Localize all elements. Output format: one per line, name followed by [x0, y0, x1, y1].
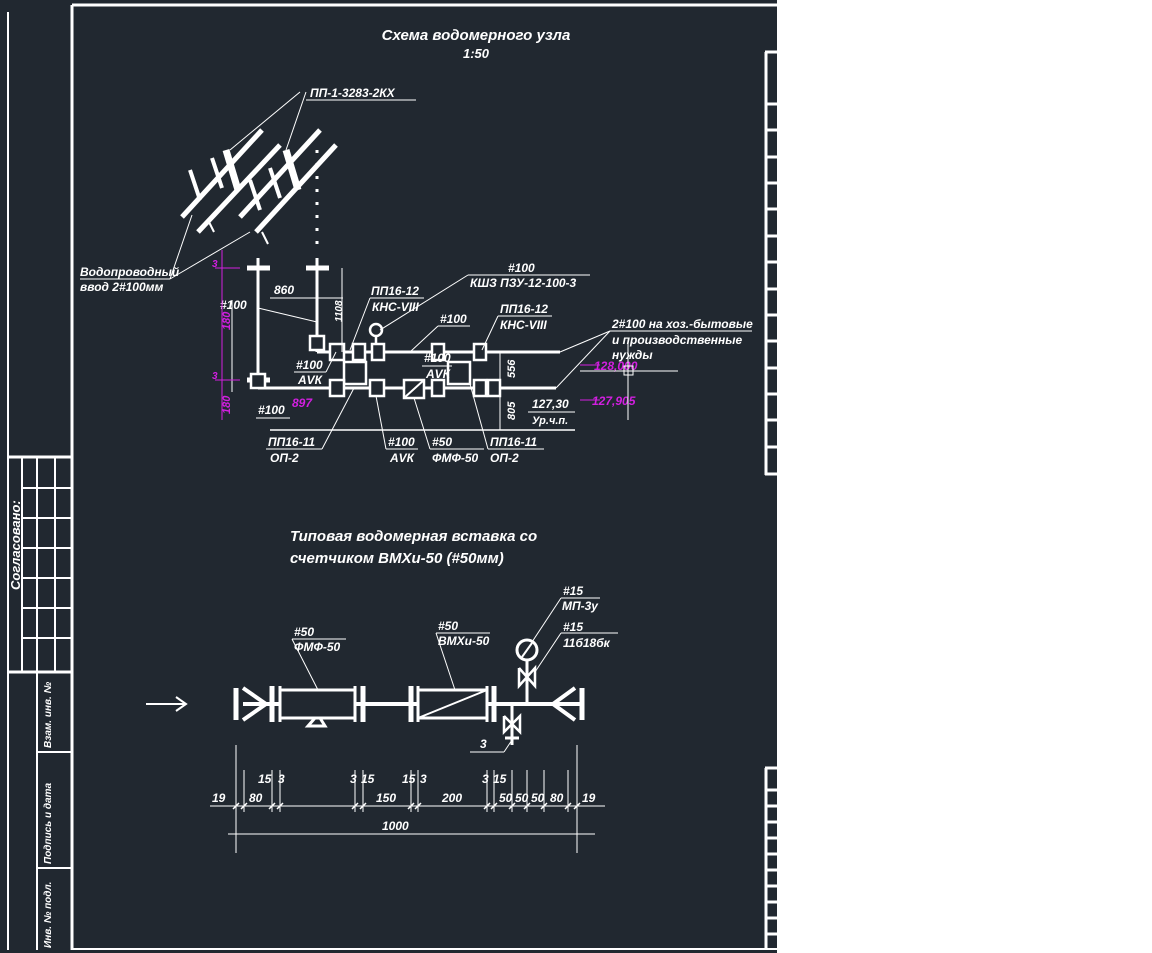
side-stamp-label: Согласовано:: [8, 500, 23, 590]
fmf50: ФМФ-50: [432, 451, 479, 465]
avk-a: АVК: [297, 373, 324, 387]
dim-1108: 1108: [334, 300, 345, 322]
gauge-name: МП-3у: [562, 599, 599, 613]
intake-label-2: ввод 2#100мм: [80, 280, 164, 294]
dimension-tick: [276, 802, 284, 810]
dim-mid-7: 80: [550, 791, 564, 805]
outlet-line-3: нужды: [612, 348, 653, 362]
dim-top-0: 15: [258, 772, 272, 786]
side-cell-replace: Взам. инв. №: [43, 681, 54, 748]
m-dim-180-bot: 180: [221, 395, 233, 414]
dim-mid-2: 150: [376, 791, 396, 805]
sheet-frame: [7, 3, 777, 950]
dim-556: 556: [506, 359, 518, 378]
m-dim-180-top: 180: [221, 311, 233, 330]
dim-mid-3: 200: [441, 791, 462, 805]
d50-filter: #50: [432, 435, 452, 449]
scheme-scale: 1:50: [463, 46, 490, 61]
op2-a: ОП-2: [270, 451, 299, 465]
series-label: ПП-1-3283-2КХ: [310, 86, 396, 100]
m-dim-3-bot: 3: [212, 371, 218, 382]
dim-mid-4: 50: [499, 791, 513, 805]
pp1611-b: ПП16-11: [490, 435, 537, 449]
dim-805: 805: [506, 401, 518, 420]
dim-mid-8: 19: [582, 791, 596, 805]
d100-avk-a: #100: [296, 358, 323, 372]
m-elev-bot: 127,905: [592, 394, 636, 408]
insert-title-2: счетчиком ВМХи-50 (#50мм): [290, 550, 504, 567]
valve-d: #15: [563, 620, 583, 634]
pp1612-a: ПП16-12: [371, 284, 419, 298]
insert-title-1: Типовая водомерная вставка со: [290, 528, 537, 545]
dim-top-5: 3: [420, 772, 427, 786]
d100-kshz: #100: [508, 261, 535, 275]
kns-a: КНС-VIII: [372, 300, 419, 314]
meter-d: #50: [438, 619, 458, 633]
side-cell-inventory: Инв. № подл.: [43, 882, 54, 948]
dim-mid-0: 19: [212, 791, 226, 805]
dimension-tick: [232, 802, 240, 810]
drawing-sheet: Согласовано: Взам. инв. № Подпись и дата…: [7, 3, 777, 950]
kshz-label: КШЗ ПЗУ-12-100-3: [470, 276, 577, 290]
dim-top-7: 15: [493, 772, 507, 786]
dim-mid-6: 50: [531, 791, 545, 805]
dim-top-6: 3: [482, 772, 489, 786]
dimension-tick: [508, 802, 516, 810]
intake-label-1: Водопроводный: [80, 265, 180, 279]
dimension-tick: [490, 802, 498, 810]
dimension-tick: [523, 802, 531, 810]
dim-mid-5: 50: [515, 791, 529, 805]
dim-total: 1000: [382, 819, 409, 833]
dimension-tick: [359, 802, 367, 810]
m-dim-897: 897: [292, 396, 313, 410]
scheme-title: Схема водомерного узла: [382, 27, 571, 44]
series-racks: [180, 91, 338, 245]
pp1612-b: ПП16-12: [500, 302, 548, 316]
dimension-tick: [564, 802, 572, 810]
outlet-line-1: 2#100 на хоз.-бытовые: [611, 317, 753, 331]
dimension-tick: [351, 802, 359, 810]
dim-top-1: 3: [278, 772, 285, 786]
floor-level: Ур.ч.п.: [532, 415, 568, 427]
dimension-tick: [483, 802, 491, 810]
dim-top-3: 15: [361, 772, 375, 786]
leader-3: 3: [480, 737, 487, 751]
insert-dimensions: [210, 745, 605, 853]
elev-127-30: 127,30: [532, 397, 569, 411]
side-cell-signature: Подпись и дата: [43, 783, 54, 864]
meter-insert: #50 ФМФ-50 #50 ВМХи-50 #15 МП-3у #15 11б…: [146, 584, 618, 753]
d100-top: #100: [440, 312, 467, 326]
cad-viewport[interactable]: Согласовано: Взам. инв. № Подпись и дата…: [0, 0, 777, 953]
dimension-tick: [407, 802, 415, 810]
filter-d: #50: [294, 625, 314, 639]
dim-mid-1: 80: [249, 791, 263, 805]
op2-b: ОП-2: [490, 451, 519, 465]
gauge-d: #15: [563, 584, 583, 598]
d100-bottom: #100: [258, 403, 285, 417]
dimension-tick: [414, 802, 422, 810]
dimension-tick: [268, 802, 276, 810]
d100-avk-c: #100: [388, 435, 415, 449]
dim-860: 860: [274, 283, 294, 297]
pp1611-a: ПП16-11: [268, 435, 315, 449]
outlet-line-2: и производственные: [612, 333, 743, 347]
d100-avk-b: #100: [424, 351, 451, 365]
d100-left: #100: [220, 298, 247, 312]
kns-b: КНС-VIII: [500, 318, 547, 332]
title-block-rows: [766, 102, 777, 936]
dim-top-2: 3: [350, 772, 357, 786]
water-meter-scheme: ПП-1-3283-2КХ Водопроводный ввод 2#100мм: [80, 86, 753, 465]
dimension-tick: [573, 802, 581, 810]
avk-b: АVК: [425, 367, 452, 381]
dimension-ticks: [232, 770, 581, 812]
m-elev-top: 128,000: [594, 359, 638, 373]
valve-name: 11б18бк: [563, 636, 611, 650]
meter-name: ВМХи-50: [438, 634, 490, 648]
filter-name: ФМФ-50: [294, 640, 341, 654]
dimension-tick: [240, 802, 248, 810]
dim-top-4: 15: [402, 772, 416, 786]
dimension-tick: [540, 802, 548, 810]
avk-c: АVК: [389, 451, 416, 465]
m-dim-3-top: 3: [212, 259, 218, 270]
